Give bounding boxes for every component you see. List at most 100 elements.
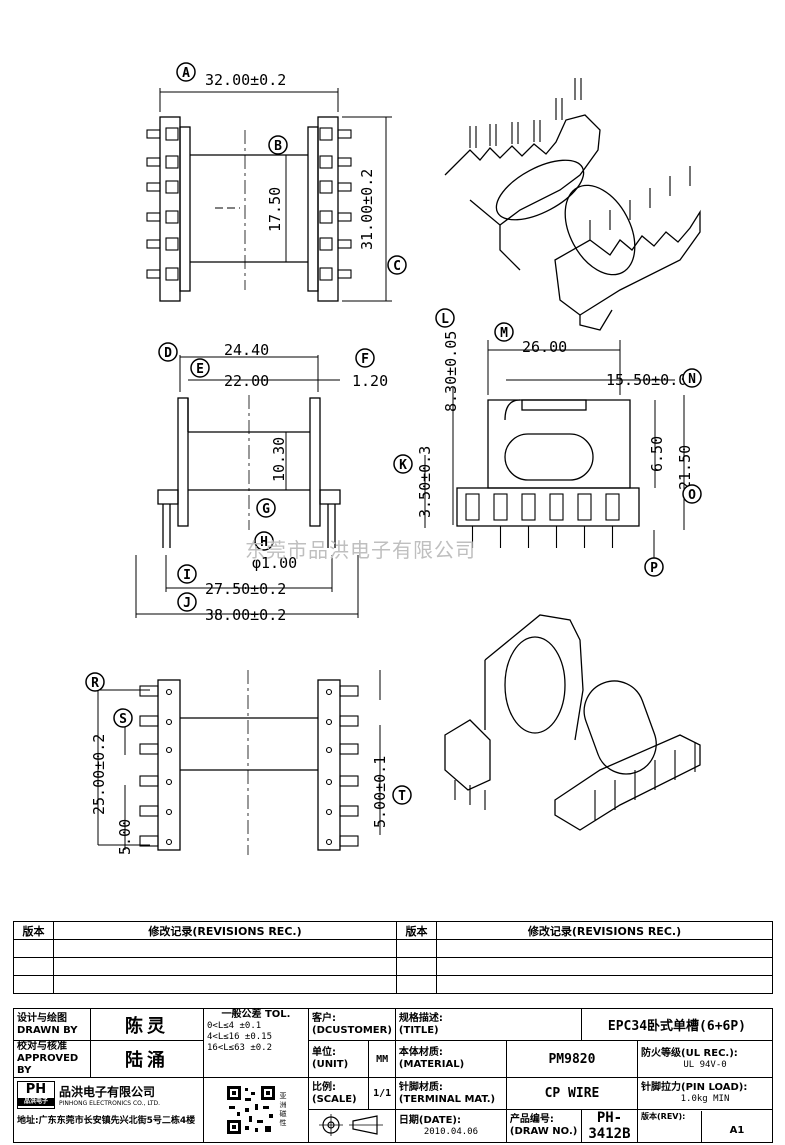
pin-pad-right: [319, 237, 333, 251]
callout-n: N: [688, 372, 696, 387]
pin-left: [146, 157, 161, 167]
rev-col-record-right: 修改记录(REVISIONS REC.): [436, 921, 773, 940]
pin-pad-left: [165, 127, 179, 141]
callout-p-circle: [644, 557, 664, 577]
customer-en: (DCUSTOMER): [312, 1024, 392, 1036]
pin-left: [146, 269, 161, 279]
pin-pad-left: [165, 267, 179, 281]
bottom-pin-hole-left: [165, 746, 173, 754]
dim-bottom-s: 5.00: [116, 819, 134, 855]
callout-c: C: [393, 259, 401, 274]
callout-k: K: [399, 458, 407, 473]
bottom-pin-left: [139, 805, 159, 817]
bottom-pin-right: [339, 775, 359, 787]
dim-front-k: 3.50±0.3: [416, 446, 434, 518]
dim-top-width: 32.00±0.2: [205, 71, 286, 89]
company-logo: PH 品洪电子: [17, 1081, 55, 1109]
callout-j: J: [183, 596, 191, 611]
bottom-pin-hole-right: [325, 778, 333, 786]
qr-side-text: 亚洲磁性: [279, 1092, 287, 1127]
callout-t: T: [398, 789, 406, 804]
front-pin-slot: [493, 493, 508, 521]
pin-pad-left: [165, 210, 179, 224]
callout-o: O: [688, 488, 696, 503]
dim-side-core: 10.30: [270, 437, 288, 482]
callout-b: B: [274, 139, 282, 154]
callout-l-circle: [435, 308, 455, 328]
pin-left: [146, 239, 161, 249]
check-label-cn: 校对与核准: [17, 1041, 67, 1052]
tol-row-3: 16<L≤63 ±0.2: [207, 1043, 273, 1053]
callout-e: E: [196, 362, 204, 377]
check-label-en: APPROVED BY: [17, 1053, 79, 1076]
callout-g-circle: [256, 498, 276, 518]
callout-c-circle: [387, 255, 407, 275]
dim-front-width: 26.00: [522, 338, 567, 356]
pin-left: [146, 182, 161, 192]
pin-right: [337, 157, 352, 167]
callout-h: H: [260, 535, 268, 550]
callout-f-circle: [355, 348, 375, 368]
pin-pad-right: [319, 155, 333, 169]
rev-col-record-left: 修改记录(REVISIONS REC.): [53, 921, 397, 940]
company-name-en: PINHONG ELECTRONICS CO., LTD.: [59, 1100, 161, 1107]
callout-h-circle: [254, 531, 274, 551]
front-pin-slot: [521, 493, 536, 521]
pin-right: [337, 182, 352, 192]
pin-right: [337, 269, 352, 279]
logo-sub: 品洪电子: [18, 1098, 54, 1106]
callout-i-circle: [177, 564, 197, 584]
bottom-pin-right: [339, 715, 359, 727]
bottom-pin-left: [139, 743, 159, 755]
bottom-pin-right: [339, 835, 359, 847]
callout-g: G: [262, 502, 270, 517]
pin-right: [337, 129, 352, 139]
dim-front-window: 15.50±0.05: [606, 371, 696, 389]
callout-i: I: [183, 568, 191, 583]
bottom-pin-hole-right: [325, 718, 333, 726]
pinload-value: 1.0kg MIN: [680, 1094, 730, 1104]
flame-value: UL 94V-0: [683, 1059, 727, 1070]
dim-side-inner: 22.00: [224, 372, 269, 390]
company-address: 地址:广东东莞市长安镇先兴北街5号二栋4楼: [17, 1116, 196, 1126]
pin-pad-right: [319, 127, 333, 141]
bottom-pin-right: [339, 743, 359, 755]
material-label: 本体材质:: [398, 1047, 443, 1058]
callout-d: D: [164, 346, 172, 361]
front-pin-slot: [549, 493, 564, 521]
pin-right: [337, 212, 352, 222]
bottom-pin-hole-right: [325, 838, 333, 846]
callout-d-circle: [158, 342, 178, 362]
callout-b-circle: [268, 135, 288, 155]
title-en: (TITLE): [398, 1024, 439, 1036]
company-name-cn: 品洪电子有限公司: [59, 1085, 156, 1099]
callout-m-circle: [494, 322, 514, 342]
scale-label: 比例:: [312, 1081, 336, 1093]
pin-pad-right: [319, 210, 333, 224]
bottom-pin-hole-right: [325, 746, 333, 754]
dim-top-height: 31.00±0.2: [358, 169, 376, 250]
design-label-cn: 设计与绘图: [17, 1012, 67, 1024]
dim-top-inner: 17.50: [266, 187, 284, 232]
title-label: 规格描述:: [398, 1012, 443, 1024]
front-pin-slot: [577, 493, 592, 521]
front-pin-slot: [605, 493, 620, 521]
dim-pin-span: 27.50±0.2: [205, 580, 286, 598]
callout-r-circle: [85, 672, 105, 692]
bottom-pin-right: [339, 685, 359, 697]
front-pin-slot: [465, 493, 480, 521]
drawno-value: PH-3412B: [580, 1109, 639, 1143]
bottom-pin-right: [339, 805, 359, 817]
bottom-pin-left: [139, 715, 159, 727]
material-value: PM9820: [505, 1040, 639, 1078]
dim-front-650: 6.50: [648, 436, 666, 472]
bottom-pin-hole-left: [165, 838, 173, 846]
pin-pad-left: [165, 237, 179, 251]
tol-row-1: 0<L≤4 ±0.1: [207, 1021, 262, 1031]
bottom-pin-left: [139, 685, 159, 697]
scale-en: (SCALE): [312, 1093, 357, 1105]
callout-j-circle: [177, 592, 197, 612]
design-label-en: DRAWN BY: [17, 1024, 78, 1036]
rev-label: 版本(REV):: [638, 1110, 702, 1142]
